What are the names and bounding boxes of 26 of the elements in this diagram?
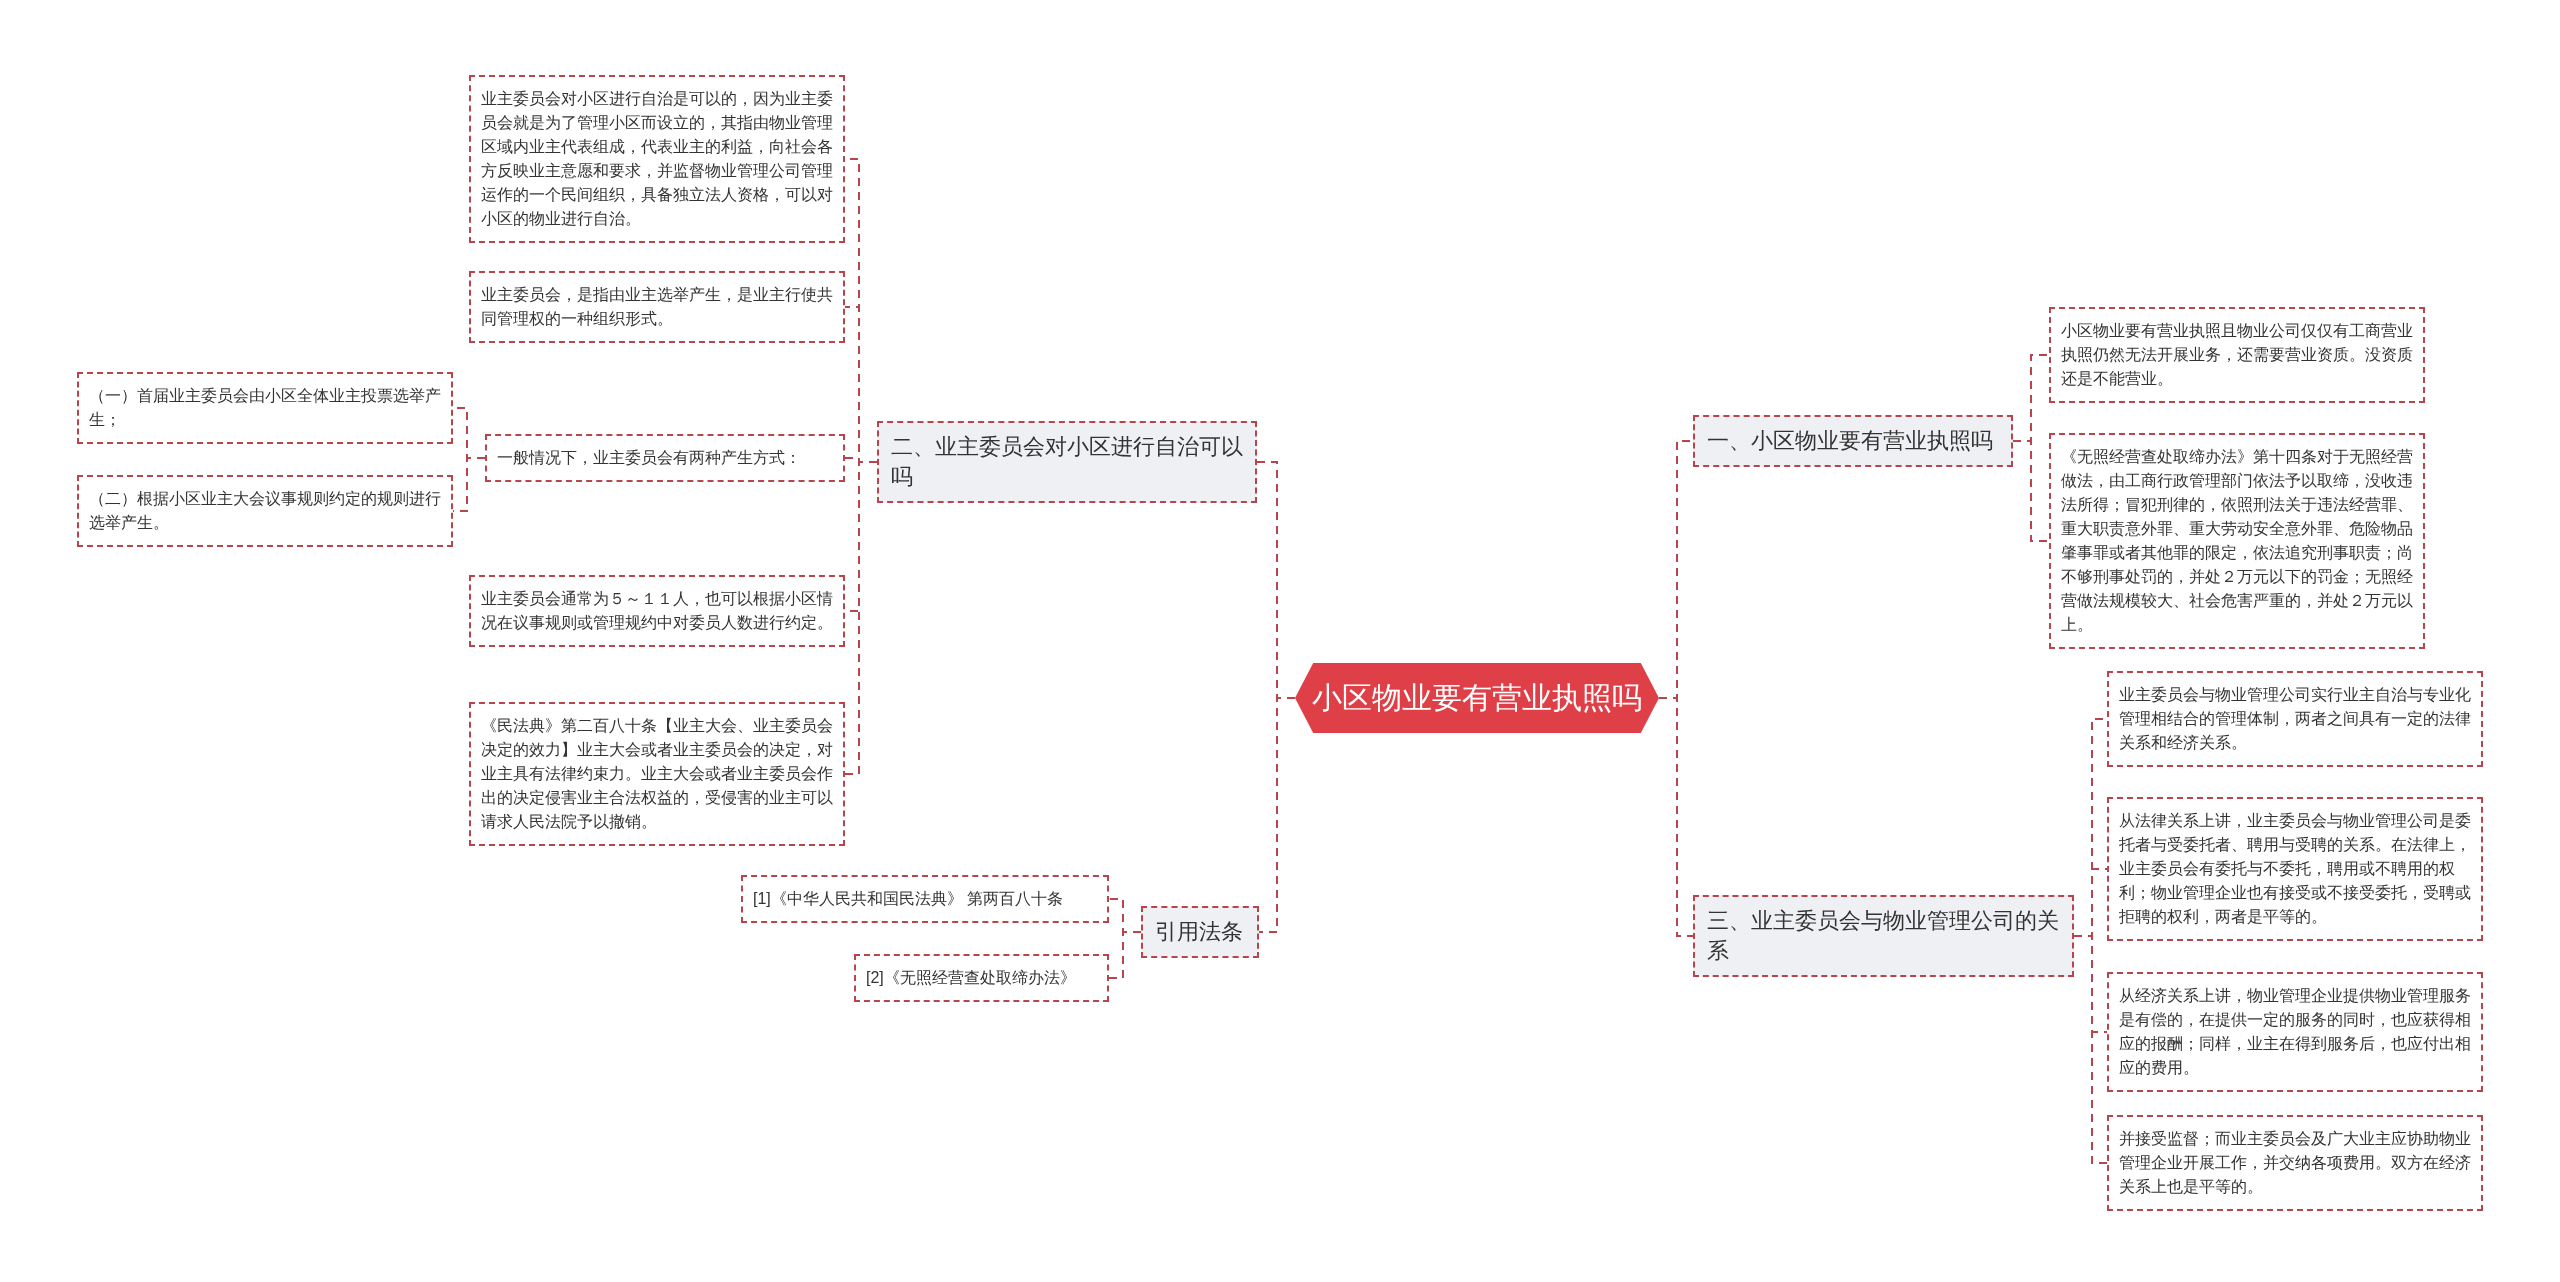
text-box: [1]《中华人民共和国民法典》 第两百八十条 bbox=[741, 875, 1109, 923]
text-box: [2]《无照经营查处取缔办法》 bbox=[854, 954, 1109, 1002]
text-box: 并接受监督；而业主委员会及广大业主应协助物业管理企业开展工作，并交纳各项费用。双方在经济关系上也是平等的。 bbox=[2107, 1115, 2483, 1211]
central-topic: 小区物业要有营业执照吗 bbox=[1295, 663, 1659, 733]
connector-line bbox=[844, 461, 878, 775]
text-box: 小区物业要有营业执照且物业公司仅仅有工商营业执照仍然无法开展业务，还需要营业资质。没资质还是不能营业。 bbox=[2049, 307, 2425, 403]
text-box: 从经济关系上讲，物业管理企业提供物业管理服务是有偿的，在提供一定的服务的同时，也应获得相应的报酬；同样，业主在得到服务后，也应付出相应的费用。 bbox=[2107, 972, 2483, 1092]
text-box: 从法律关系上讲，业主委员会与物业管理公司是委托者与受委托者、聘用与受聘的关系。在法律上，业主委员会有委托与不委托，聘用或不聘用的权利；物业管理企业也有接受或不接受委托，受聘或拒聘的权利，两者是平等的。 bbox=[2107, 797, 2483, 941]
text-box: 业主委员会通常为５～１１人，也可以根据小区情况在议事规则或管理规约中对委员人数进行约定。 bbox=[469, 575, 845, 647]
text-box: 一般情况下，业主委员会有两种产生方式： bbox=[485, 434, 845, 482]
text-box: 业主委员会对小区进行自治是可以的，因为业主委员会就是为了管理小区而设立的，其指由物业管理区域内业主代表组成，代表业主的利益，向社会各方反映业主意愿和要求，并监督物业管理公司管理运作的一个民间组织，具备独立法人资格，可以对小区的物业进行自治。 bbox=[469, 75, 845, 243]
topic-box: 一、小区物业要有营业执照吗 bbox=[1693, 415, 2013, 467]
connector-line bbox=[1658, 697, 1694, 937]
topic-box: 三、业主委员会与物业管理公司的关系 bbox=[1693, 895, 2074, 977]
connector-line bbox=[2012, 440, 2050, 542]
connector-line bbox=[2073, 935, 2108, 1164]
text-box: 业主委员会，是指由业主选举产生，是业主行使共同管理权的一种组织形式。 bbox=[469, 271, 845, 343]
text-box: （二）根据小区业主大会议事规则约定的规则进行选举产生。 bbox=[77, 475, 453, 547]
text-box: 《无照经营查处取缔办法》第十四条对于无照经营做法，由工商行政管理部门依法予以取缔，没收违法所得；冒犯刑律的，依照刑法关于违法经营罪、重大职责意外罪、重大劳动安全意外罪、危险物品肇事罪或者其他罪的限定，依法追究刑事职责；尚不够刑事处罚的，并处２万元以下的罚金；无照经营做法规模较大、社会危害严重的，并处２万元以上。 bbox=[2049, 433, 2425, 649]
text-box: 《民法典》第二百八十条【业主大会、业主委员会决定的效力】业主大会或者业主委员会的决定，对业主具有法律约束力。业主大会或者业主委员会作出的决定侵害业主合法权益的，受侵害的业主可以请求人民法院予以撤销。 bbox=[469, 702, 845, 846]
connector-line bbox=[1258, 697, 1296, 933]
text-box: 业主委员会与物业管理公司实行业主自治与专业化管理相结合的管理体制，两者之间具有一定的法律关系和经济关系。 bbox=[2107, 671, 2483, 767]
topic-box: 二、业主委员会对小区进行自治可以吗 bbox=[877, 421, 1257, 503]
topic-box: 引用法条 bbox=[1141, 906, 1259, 958]
text-box: （一）首届业主委员会由小区全体业主投票选举产生； bbox=[77, 372, 453, 444]
connector-line bbox=[1108, 931, 1142, 979]
